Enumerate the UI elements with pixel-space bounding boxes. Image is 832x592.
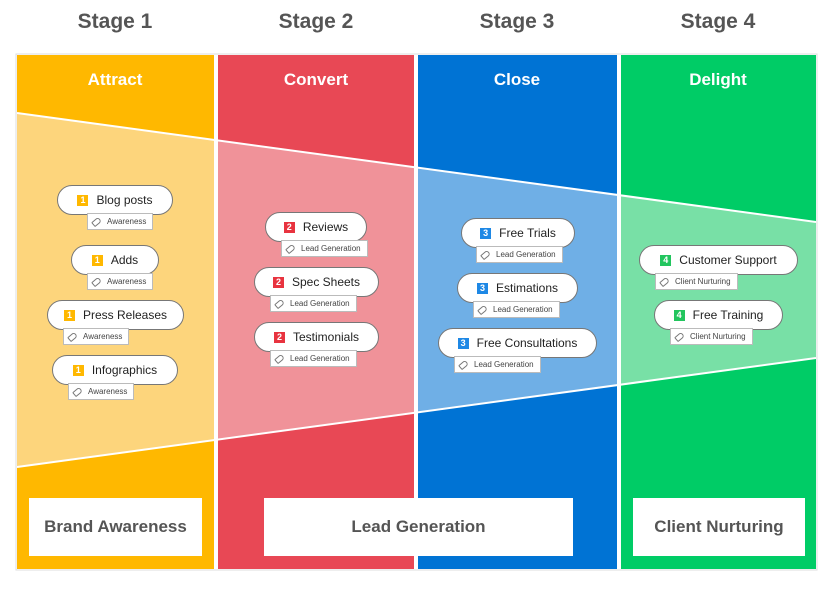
outcome-brand-awareness: Brand Awareness (29, 498, 202, 556)
activity-label: Reviews (302, 220, 349, 234)
category-tag: Lead Generation (281, 240, 368, 257)
activity-card[interactable]: 1 Blog posts (57, 185, 173, 215)
tag-icon (477, 304, 488, 315)
column-title-delight: Delight (689, 70, 747, 89)
activity-card[interactable]: 3 Free Trials (461, 218, 575, 248)
stage-number-badge: 4 (673, 309, 685, 321)
tag-icon (659, 276, 670, 287)
tag-icon (674, 331, 685, 342)
category-tag: Awareness (87, 273, 154, 290)
activity-label: Infographics (91, 363, 158, 377)
category-tag: Lead Generation (473, 301, 560, 318)
tag-label: Awareness (107, 217, 147, 226)
activity-label: Free Consultations (476, 336, 578, 350)
stage-number-badge: 3 (476, 282, 488, 294)
activity-card[interactable]: 1 Press Releases (47, 300, 184, 330)
stage-4-label: Stage 4 (680, 10, 756, 33)
tag-label: Lead Generation (493, 305, 553, 314)
activity-card[interactable]: 1 Adds (71, 245, 159, 275)
tag-label: Lead Generation (301, 244, 361, 253)
tag-icon (480, 249, 491, 260)
tag-icon (91, 216, 102, 227)
activity-card[interactable]: 2 Spec Sheets (254, 267, 379, 297)
activity-card[interactable]: 4 Customer Support (639, 245, 798, 275)
stage-number-badge: 3 (457, 337, 469, 349)
column-title-close: Close (493, 70, 541, 89)
stage-number-badge: 3 (480, 227, 492, 239)
category-tag: Awareness (63, 328, 130, 345)
stage-number-badge: 1 (63, 309, 75, 321)
category-tag: Client Nurturing (670, 328, 753, 345)
column-title-convert: Convert (283, 70, 349, 89)
activity-card[interactable]: 2 Testimonials (254, 322, 379, 352)
category-tag: Lead Generation (454, 356, 541, 373)
stage-number-badge: 2 (273, 331, 285, 343)
category-tag: Client Nurturing (655, 273, 738, 290)
tag-icon (274, 298, 285, 309)
tag-label: Awareness (88, 387, 128, 396)
activity-card[interactable]: 1 Infographics (52, 355, 178, 385)
stage-number-badge: 1 (72, 364, 84, 376)
funnel-band-delight (621, 195, 816, 385)
stage-2-label: Stage 2 (278, 10, 354, 33)
stage-3-label: Stage 3 (479, 10, 555, 33)
stage-number-badge: 1 (91, 254, 103, 266)
tag-icon (72, 386, 83, 397)
funnel-band-attract (17, 113, 214, 467)
stage-number-badge: 2 (272, 276, 284, 288)
outcome-lead-generation: Lead Generation (264, 498, 573, 556)
tag-label: Client Nurturing (675, 277, 731, 286)
tag-label: Lead Generation (474, 360, 534, 369)
tag-label: Client Nurturing (690, 332, 746, 341)
stage-1-label: Stage 1 (77, 10, 153, 33)
activity-label: Free Trials (499, 226, 556, 240)
activity-card[interactable]: 4 Free Training (654, 300, 783, 330)
tag-icon (91, 276, 102, 287)
category-tag: Awareness (68, 383, 135, 400)
stage-number-badge: 2 (283, 221, 295, 233)
category-tag: Lead Generation (476, 246, 563, 263)
activity-label: Press Releases (82, 308, 168, 322)
category-tag: Lead Generation (270, 295, 357, 312)
activity-card[interactable]: 3 Free Consultations (438, 328, 597, 358)
tag-label: Lead Generation (290, 354, 350, 363)
activity-label: Blog posts (96, 193, 153, 207)
tag-icon (274, 353, 285, 364)
activity-label: Testimonials (292, 330, 360, 344)
tag-label: Lead Generation (290, 299, 350, 308)
activity-label: Estimations (495, 281, 559, 295)
tag-label: Awareness (83, 332, 123, 341)
outcome-client-nurturing: Client Nurturing (633, 498, 805, 556)
activity-label: Customer Support (679, 253, 777, 267)
tag-label: Lead Generation (496, 250, 556, 259)
category-tag: Lead Generation (270, 350, 357, 367)
category-tag: Awareness (87, 213, 154, 230)
activity-card[interactable]: 2 Reviews (265, 212, 367, 242)
stage-number-badge: 1 (77, 194, 89, 206)
activity-label: Adds (110, 253, 139, 267)
column-title-attract: Attract (87, 70, 143, 89)
stage-number-badge: 4 (660, 254, 672, 266)
tag-label: Awareness (107, 277, 147, 286)
tag-icon (285, 243, 296, 254)
tag-icon (458, 359, 469, 370)
activity-label: Spec Sheets (291, 275, 361, 289)
activity-label: Free Training (692, 308, 764, 322)
tag-icon (67, 331, 78, 342)
activity-card[interactable]: 3 Estimations (457, 273, 578, 303)
